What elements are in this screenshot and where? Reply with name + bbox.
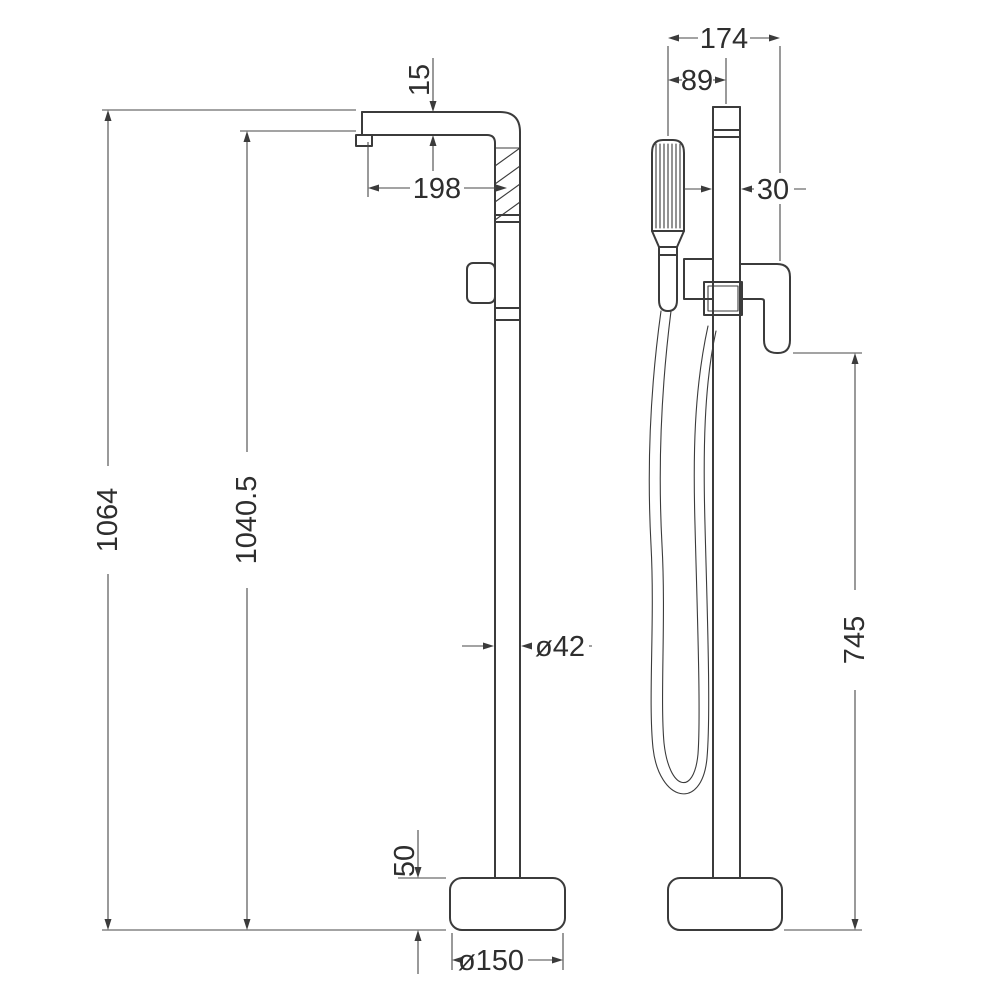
dim-column-depth: 30 <box>684 173 806 206</box>
dim-handset-depth: 89 <box>668 58 727 104</box>
dim-handset-depth-label: 89 <box>681 65 713 97</box>
dim-handle-height-label: 745 <box>839 616 871 664</box>
handset-taper-left <box>651 230 660 248</box>
body-boss-inner <box>707 285 739 312</box>
spout-outer-outline <box>361 111 521 879</box>
dim-spout-reach: 198 <box>367 142 507 205</box>
handset-grip-outline <box>651 139 685 232</box>
shower-hose <box>648 310 717 795</box>
side-column <box>712 106 741 879</box>
dim-column-diameter: ø42 <box>462 630 592 663</box>
dim-overall-depth-label: 174 <box>700 23 748 55</box>
spout-aerator <box>355 134 373 147</box>
handset-knurl-texture <box>655 143 681 229</box>
handset-taper-right <box>676 230 685 248</box>
dim-spout-height: 1040.5 <box>231 130 356 930</box>
dim-base-diameter-label: ø150 <box>458 945 524 977</box>
handset-bracket <box>683 258 714 300</box>
dim-column-diameter-label: ø42 <box>535 631 585 663</box>
dim-spout-reach-label: 198 <box>413 173 461 205</box>
spout-inner-outline <box>361 134 496 879</box>
dim-spout-height-label: 1040.5 <box>231 476 263 565</box>
dim-base-height-label: 50 <box>389 845 421 877</box>
dim-column-depth-label: 30 <box>757 174 789 206</box>
dimensions: 1064 1040.5 15 198 <box>92 22 871 977</box>
side-view <box>648 106 791 931</box>
dim-overall-depth: 174 <box>667 22 781 261</box>
side-base <box>667 877 783 931</box>
dim-base-height: 50 <box>389 830 446 974</box>
dim-spout-thickness-label: 15 <box>404 64 436 96</box>
dim-overall-height: 1064 <box>92 109 446 931</box>
front-view <box>355 111 566 931</box>
column-hatch-detail <box>494 147 521 221</box>
dim-base-diameter: ø150 <box>451 933 564 977</box>
dim-overall-height-label: 1064 <box>92 488 124 553</box>
handset-barrel <box>658 246 678 312</box>
dim-spout-thickness: 15 <box>404 58 437 172</box>
front-base <box>449 877 566 931</box>
front-handle-lever <box>466 262 496 304</box>
shower-handset <box>651 139 685 312</box>
side-handle-lever <box>739 263 791 354</box>
dim-handle-height: 745 <box>784 352 871 931</box>
